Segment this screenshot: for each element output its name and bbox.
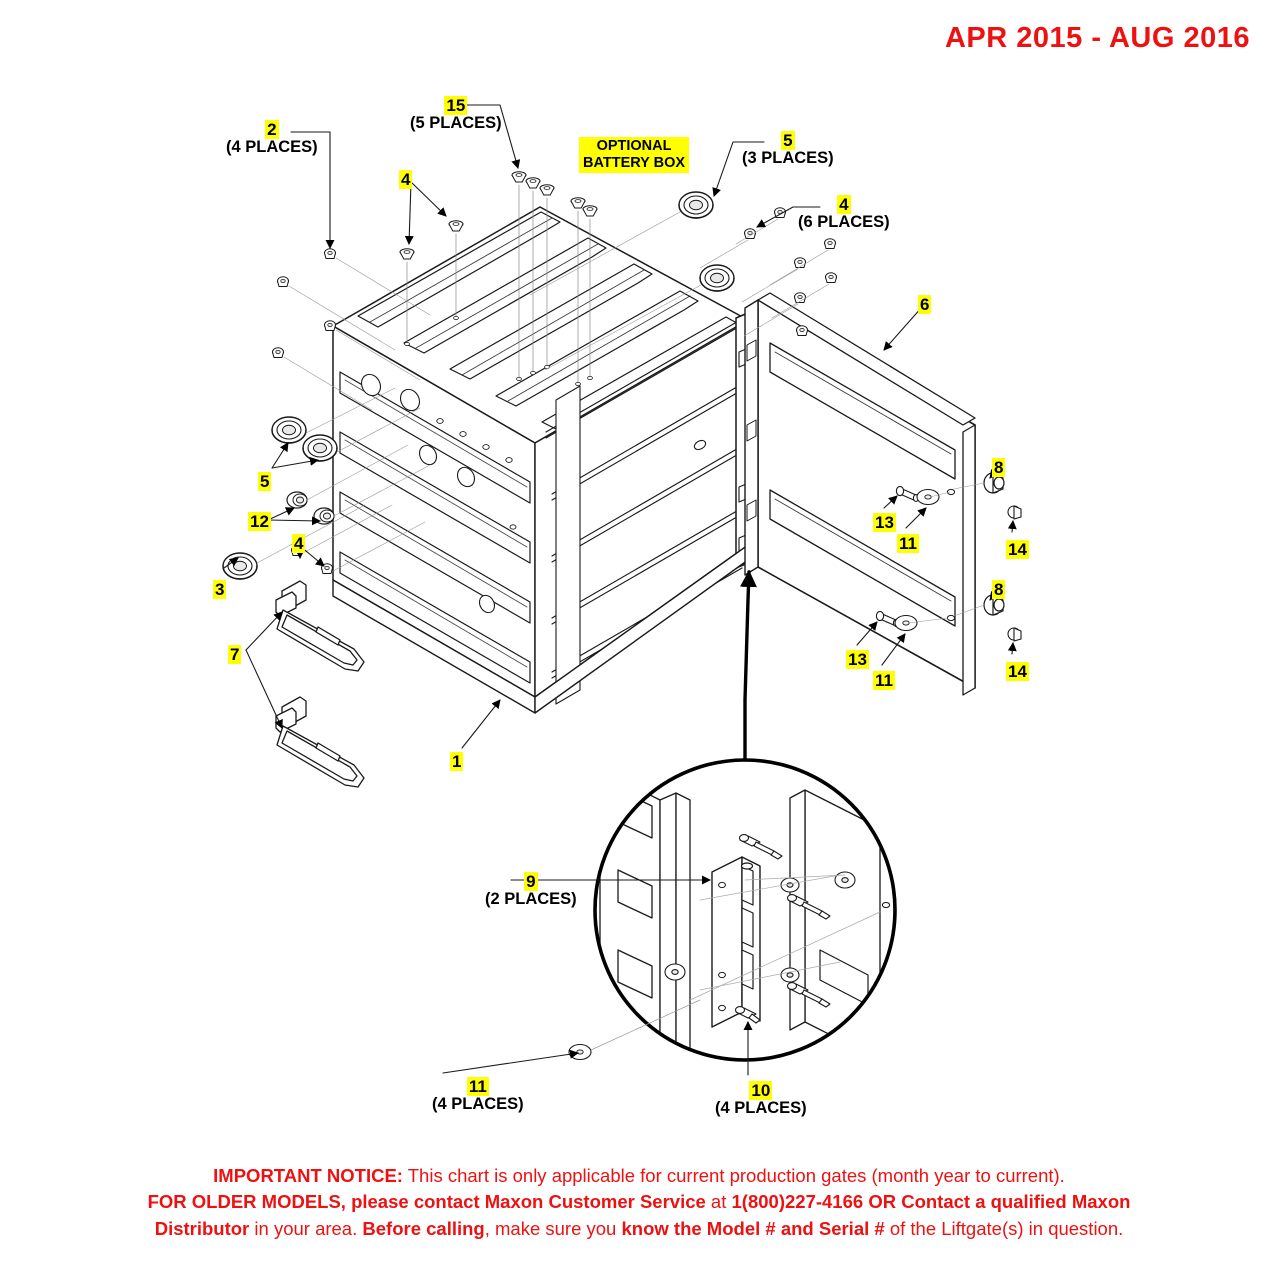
callout-1: 1 xyxy=(450,752,464,772)
callout-number: 1 xyxy=(450,752,464,772)
callout-8: 8 xyxy=(992,580,1006,600)
optional-battery-box-line2: BATTERY BOX xyxy=(583,155,686,172)
callout-number: 11 xyxy=(466,1077,489,1097)
callout-15: 15(5 PLACES) xyxy=(410,96,502,133)
callout-number: 9 xyxy=(524,872,538,892)
callout-number: 5 xyxy=(781,131,795,151)
notice-line1-bold: IMPORTANT NOTICE: xyxy=(213,1165,403,1187)
callout-13: 13 xyxy=(873,513,896,533)
callout-13: 13 xyxy=(846,650,869,670)
callout-number: 14 xyxy=(1006,662,1029,682)
important-notice: IMPORTANT NOTICE: This chart is only app… xyxy=(0,1163,1278,1242)
callout-number: 14 xyxy=(1006,540,1029,560)
detail-callout-arrow xyxy=(739,570,757,762)
notice-line-1: IMPORTANT NOTICE: This chart is only app… xyxy=(60,1163,1218,1189)
callout-number: 3 xyxy=(213,580,227,600)
notice-line3-d: , make sure you xyxy=(484,1217,622,1239)
optional-battery-box-label: OPTIONAL BATTERY BOX xyxy=(579,137,690,174)
callout-3: 3 xyxy=(213,580,227,600)
callout-number: 11 xyxy=(897,534,919,554)
callout-10: 10(4 PLACES) xyxy=(715,1081,807,1118)
callout-9: 9(2 PLACES) xyxy=(485,872,577,909)
callout-11: 11 xyxy=(897,534,919,554)
callout-5: 5 xyxy=(258,472,272,492)
notice-line3-b: in your area. xyxy=(249,1217,363,1239)
callout-11: 11 xyxy=(873,671,895,691)
notice-line2-c: 1(800)227-4166 OR Contact a qualified Ma… xyxy=(731,1191,1131,1213)
callout-places: (4 PLACES) xyxy=(226,138,318,157)
callout-number: 8 xyxy=(992,580,1006,600)
callout-number: 7 xyxy=(228,645,242,665)
date-range-header: APR 2015 - AUG 2016 xyxy=(944,22,1250,54)
notice-line2-b: at xyxy=(705,1191,732,1213)
callout-14: 14 xyxy=(1006,540,1029,560)
callout-8: 8 xyxy=(992,458,1006,478)
callout-11: 11(4 PLACES) xyxy=(432,1077,524,1114)
callout-number: 4 xyxy=(292,534,306,554)
callout-4: 4(6 PLACES) xyxy=(798,195,890,232)
callout-number: 4 xyxy=(837,195,851,215)
notice-line1-rest: This chart is only applicable for curren… xyxy=(402,1165,1065,1187)
callout-number: 6 xyxy=(918,295,932,315)
notice-line3-a: Distributor xyxy=(154,1217,250,1239)
callout-number: 13 xyxy=(846,650,869,670)
callout-6: 6 xyxy=(918,295,932,315)
callout-4: 4 xyxy=(292,534,306,554)
callout-12: 12 xyxy=(248,512,271,532)
callout-number: 4 xyxy=(399,170,413,190)
callout-places: (4 PLACES) xyxy=(432,1095,524,1114)
callout-places: (4 PLACES) xyxy=(715,1099,807,1118)
callout-number: 12 xyxy=(248,512,271,532)
notice-line3-f: of the Liftgate(s) in question. xyxy=(884,1217,1124,1239)
callout-4: 4 xyxy=(399,170,413,190)
callout-places: (2 PLACES) xyxy=(485,890,577,909)
callout-number: 13 xyxy=(873,513,896,533)
callout-number: 2 xyxy=(265,120,279,140)
callout-number: 8 xyxy=(992,458,1006,478)
callout-7: 7 xyxy=(228,645,242,665)
notice-line-2: FOR OLDER MODELS, please contact Maxon C… xyxy=(60,1189,1218,1215)
notice-line-3: Distributor in your area. Before calling… xyxy=(60,1216,1218,1242)
callout-number: 5 xyxy=(258,472,272,492)
callout-number: 15 xyxy=(444,96,468,116)
callout-2: 2(4 PLACES) xyxy=(226,120,318,157)
callout-number: 11 xyxy=(873,671,895,691)
callout-places: (5 PLACES) xyxy=(410,114,502,133)
notice-line3-c: Before calling xyxy=(362,1217,485,1239)
notice-line2-a: FOR OLDER MODELS, please contact Maxon C… xyxy=(147,1191,706,1213)
callout-14: 14 xyxy=(1006,662,1029,682)
notice-line3-e: know the Model # and Serial # xyxy=(621,1217,885,1239)
callout-number: 10 xyxy=(749,1081,773,1101)
callout-5: 5(3 PLACES) xyxy=(742,131,834,168)
callout-places: (3 PLACES) xyxy=(742,149,834,168)
callout-places: (6 PLACES) xyxy=(798,213,890,232)
optional-battery-box-line1: OPTIONAL xyxy=(596,138,672,154)
